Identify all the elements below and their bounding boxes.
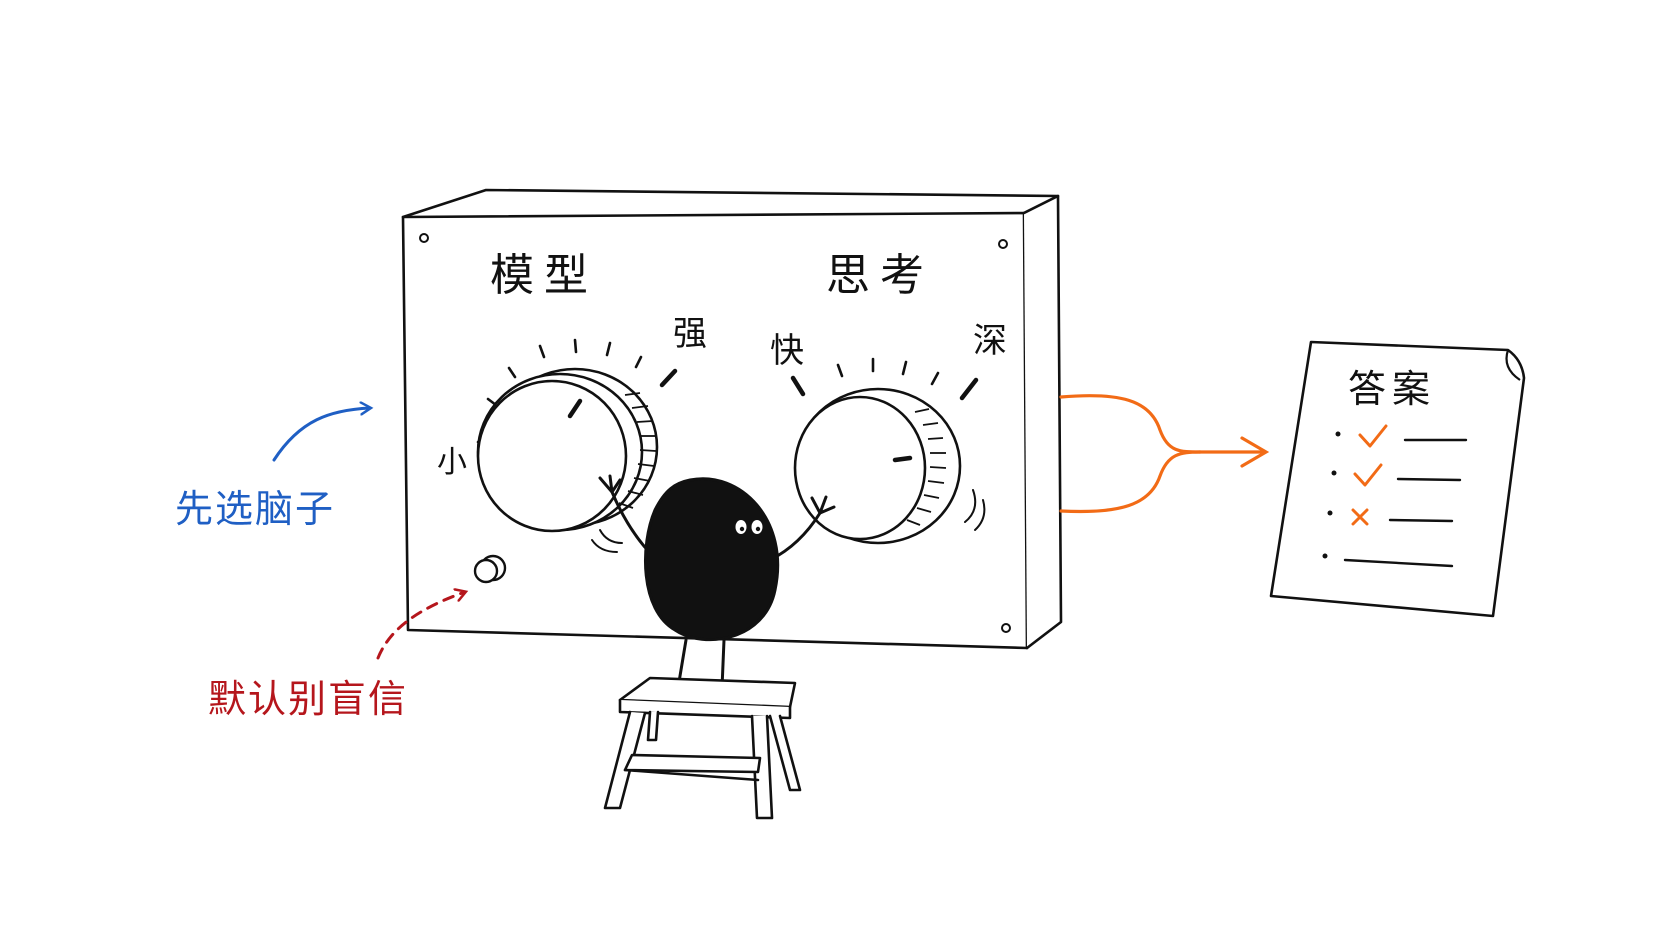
model-dial-min-label: 小 <box>437 445 467 480</box>
screw-icon <box>419 233 429 243</box>
answer-sheet-title: 答案 <box>1348 367 1436 411</box>
list-item <box>1331 463 1462 487</box>
motion-lines <box>591 529 623 553</box>
model-title: 模型 <box>490 250 598 301</box>
answer-sheet: 答案 <box>1269 340 1526 618</box>
check-icon <box>1353 463 1383 487</box>
screw-icon <box>998 239 1008 249</box>
model-dial-max-label: 强 <box>673 314 707 354</box>
motion-lines <box>964 489 986 531</box>
annotation-choose-brain-text: 先选脑子 <box>175 487 335 531</box>
check-icon <box>1358 424 1388 448</box>
red-dashed-arrow <box>376 592 465 660</box>
reset-button-icon[interactable] <box>473 554 507 584</box>
list-item <box>1335 424 1468 448</box>
list-item <box>1327 508 1454 526</box>
annotation-default-warning: 默认别盲信 <box>208 592 465 721</box>
control-box-side <box>1022 194 1063 650</box>
output-connector <box>1059 394 1270 514</box>
blue-arrow <box>272 408 370 462</box>
thinking-dial[interactable]: 快 深 <box>770 321 1007 545</box>
thinking-dial-max-label: 深 <box>973 321 1007 361</box>
dial-knob-icon <box>793 387 962 545</box>
annotation-default-warning-text: 默认别盲信 <box>208 677 408 721</box>
step-stool-icon <box>603 676 802 820</box>
thinking-dial-ticks <box>790 357 979 401</box>
list-item <box>1322 553 1454 568</box>
dial-knob-icon <box>476 367 659 533</box>
thinking-dial-min-label: 快 <box>770 331 804 371</box>
cross-icon <box>1351 508 1369 526</box>
model-dial-indicator <box>567 398 583 419</box>
model-dial[interactable]: 小 强 <box>437 314 707 533</box>
annotation-choose-brain: 先选脑子 <box>175 408 370 531</box>
screw-icon <box>1001 623 1011 633</box>
thinking-title: 思考 <box>826 250 934 301</box>
thinking-dial-indicator <box>892 455 913 463</box>
